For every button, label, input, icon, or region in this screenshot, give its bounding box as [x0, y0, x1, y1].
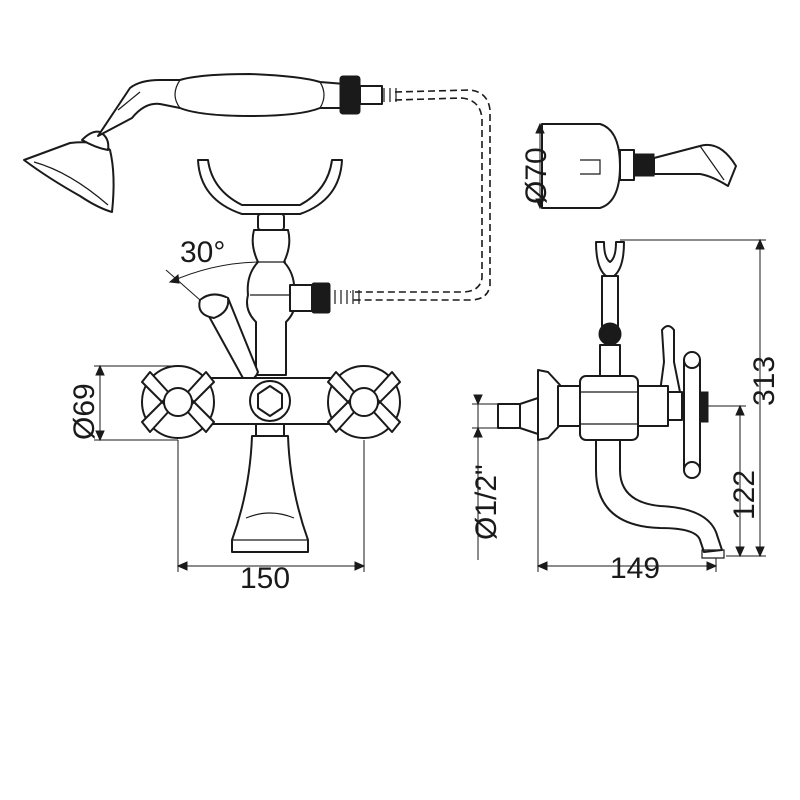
hand-shower — [23, 73, 383, 213]
side-holder — [595, 241, 625, 277]
depth-side-label: 149 — [610, 552, 660, 585]
handle-nut — [339, 75, 361, 115]
width-front-label: 150 — [240, 562, 290, 595]
side-body — [579, 375, 639, 441]
side-view — [497, 241, 725, 559]
connection-label: Ø1/2" — [470, 464, 503, 540]
base-diameter-label: Ø70 — [520, 147, 553, 204]
height-outlet-label: 122 — [728, 470, 761, 520]
base-cup — [541, 123, 621, 209]
front-view — [141, 159, 401, 553]
handle-diameter-label: Ø69 — [68, 383, 101, 440]
shower-neck — [81, 130, 110, 151]
spout-front — [231, 435, 309, 553]
side-lever — [659, 325, 681, 393]
base-detail — [541, 123, 737, 209]
angle-label: 30° — [180, 236, 225, 269]
wall-flange — [537, 369, 561, 441]
angle-arc — [169, 261, 263, 283]
column — [246, 229, 296, 376]
shower-hose — [334, 88, 491, 304]
hose-nut — [311, 282, 331, 314]
right-cross-handle — [327, 365, 401, 439]
shower-holder — [197, 159, 343, 215]
spout-side — [595, 439, 723, 553]
shower-handle — [97, 73, 346, 137]
dimension-lines — [94, 122, 766, 572]
height-total-label: 313 — [748, 356, 781, 406]
base-lever — [653, 144, 737, 187]
left-cross-handle — [141, 365, 215, 439]
